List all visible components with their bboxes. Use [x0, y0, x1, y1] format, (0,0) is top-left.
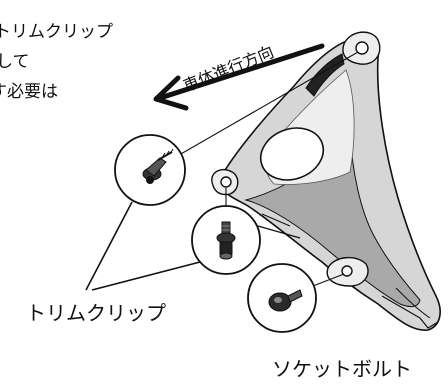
- callout-socket-bolt: [247, 263, 317, 333]
- callout-trim-clip-2: [191, 205, 261, 275]
- label-socket-bolt: ソケットボルト: [272, 357, 412, 381]
- note-line-2: して: [0, 52, 30, 72]
- mount-hole-left: [220, 176, 232, 188]
- note-line-1: トリムクリップ: [0, 22, 113, 42]
- arrow-left-icon: [153, 43, 325, 111]
- panel-opening: [259, 127, 325, 181]
- panel-part: [211, 31, 441, 331]
- mount-hole-top: [355, 41, 369, 55]
- mount-hole-bottom: [341, 265, 353, 277]
- label-trim-clip: トリムクリップ: [26, 301, 166, 325]
- callout-trim-clip-1: [114, 134, 186, 206]
- trim-clip-label-leaders: [85, 201, 201, 291]
- trim-clip-icon: [216, 221, 236, 260]
- trim-clip-icon: [142, 148, 174, 184]
- note-line-3: す必要は: [0, 82, 58, 102]
- panel-dark-band: [305, 53, 345, 97]
- socket-bolt-icon: [268, 289, 303, 312]
- note-text: トリムクリップ して す必要は: [0, 22, 113, 102]
